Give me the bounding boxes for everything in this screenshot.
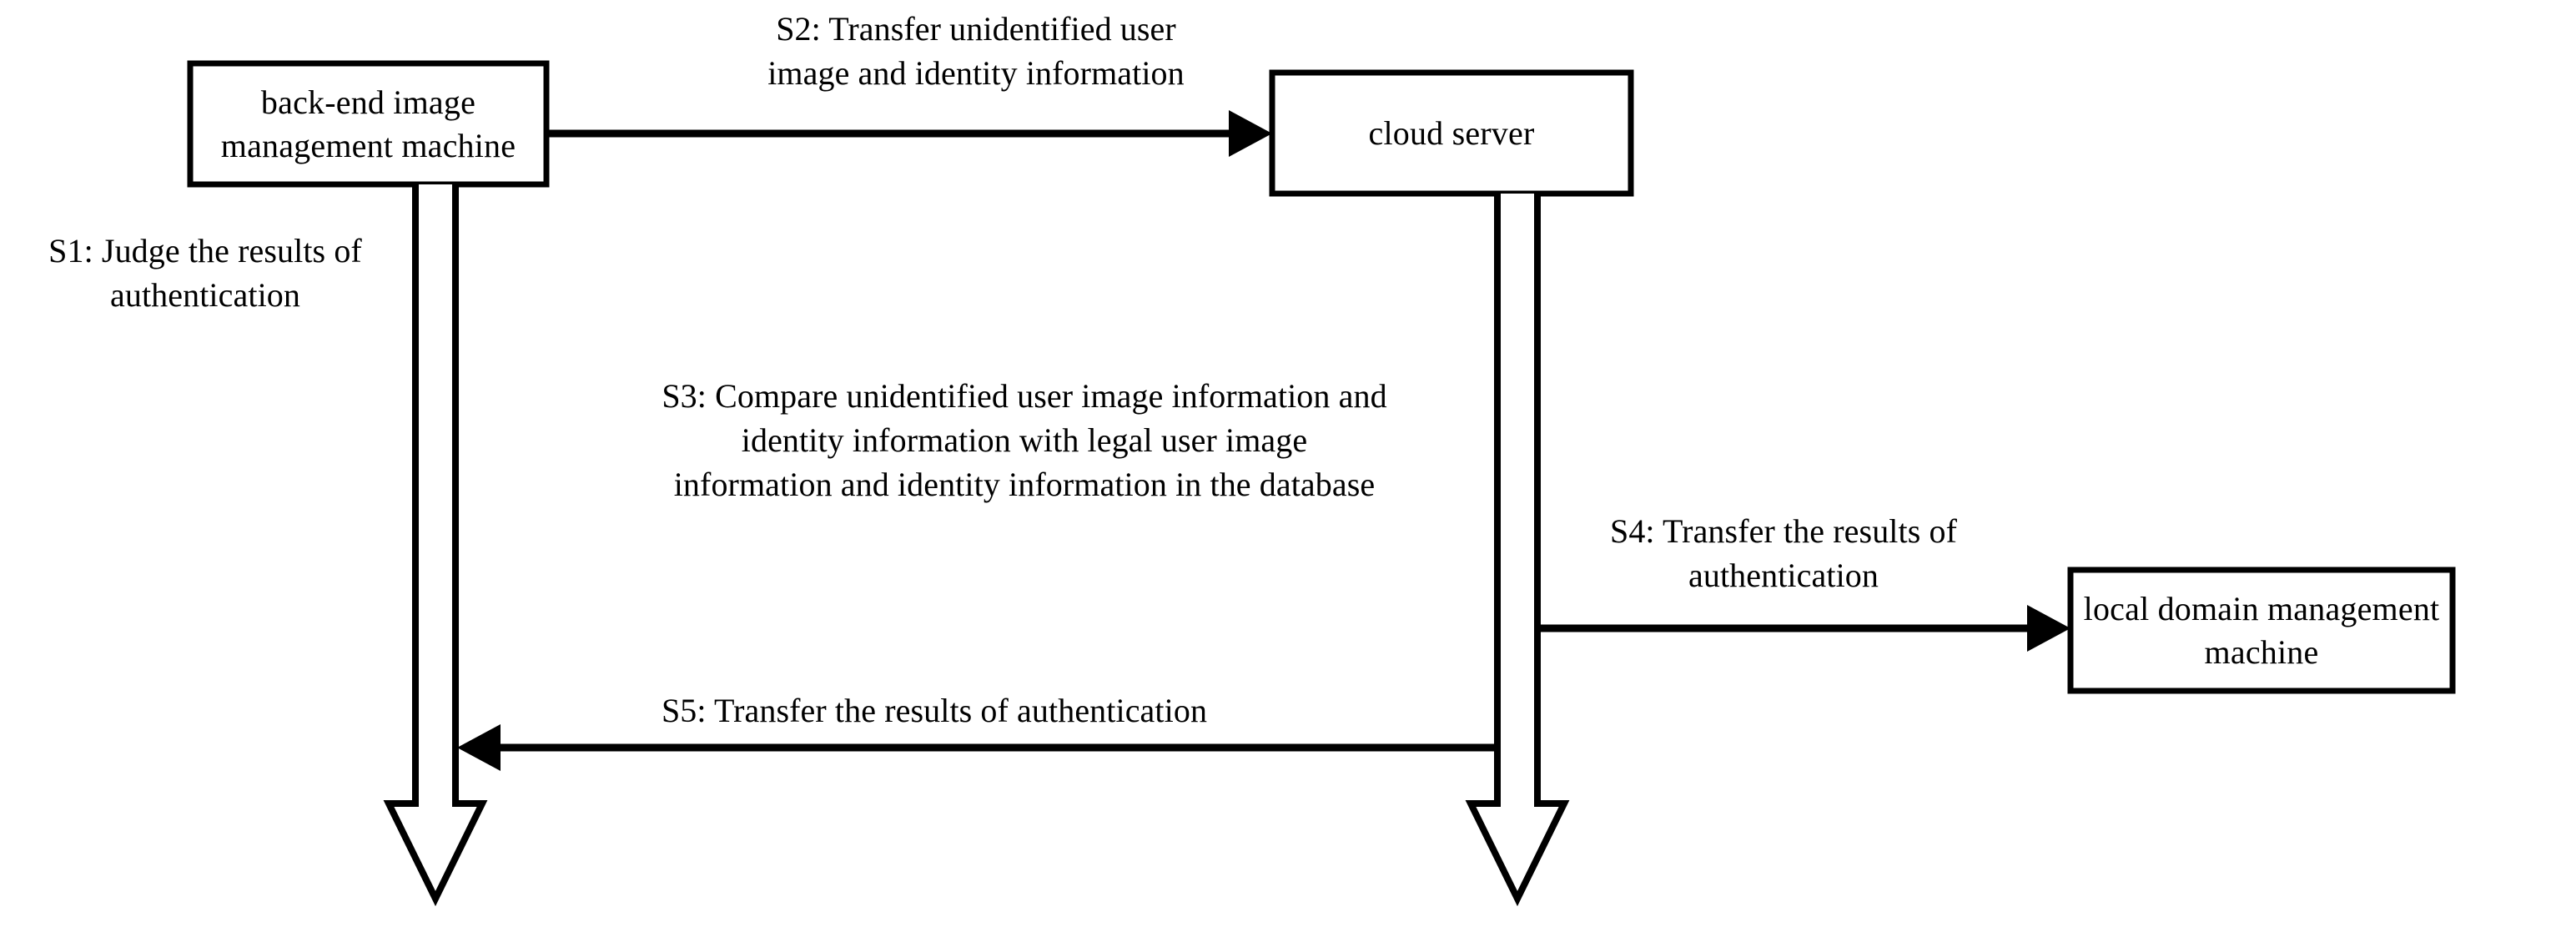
node-box-backend[interactable]	[187, 60, 550, 188]
message-label-s5: S5: Transfer the results of authenticati…	[661, 692, 1208, 729]
message-label-s2: S2: Transfer unidentified user image and…	[767, 10, 1185, 93]
message-arrow-s4[interactable]	[1537, 605, 2070, 652]
message-arrow-s5[interactable]	[457, 724, 1497, 771]
message-label-s1: S1: Judge the results of authentication	[48, 232, 362, 315]
message-label-s4: S4: Transfer the results of authenticati…	[1609, 512, 1958, 595]
message-arrow-s2[interactable]	[546, 110, 1272, 157]
node-box-cloud[interactable]	[1269, 69, 1634, 197]
cloud-lifeline	[1465, 194, 1570, 907]
message-label-s3: S3: Compare unidentified user image info…	[662, 377, 1387, 504]
node-box-local[interactable]	[2067, 567, 2456, 694]
backend-lifeline	[383, 184, 488, 907]
